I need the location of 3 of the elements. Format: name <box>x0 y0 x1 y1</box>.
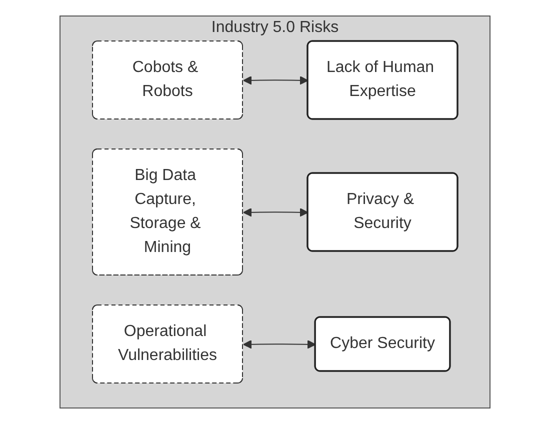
arrow <box>243 339 316 348</box>
arrow <box>243 75 308 84</box>
arrow <box>243 207 308 216</box>
